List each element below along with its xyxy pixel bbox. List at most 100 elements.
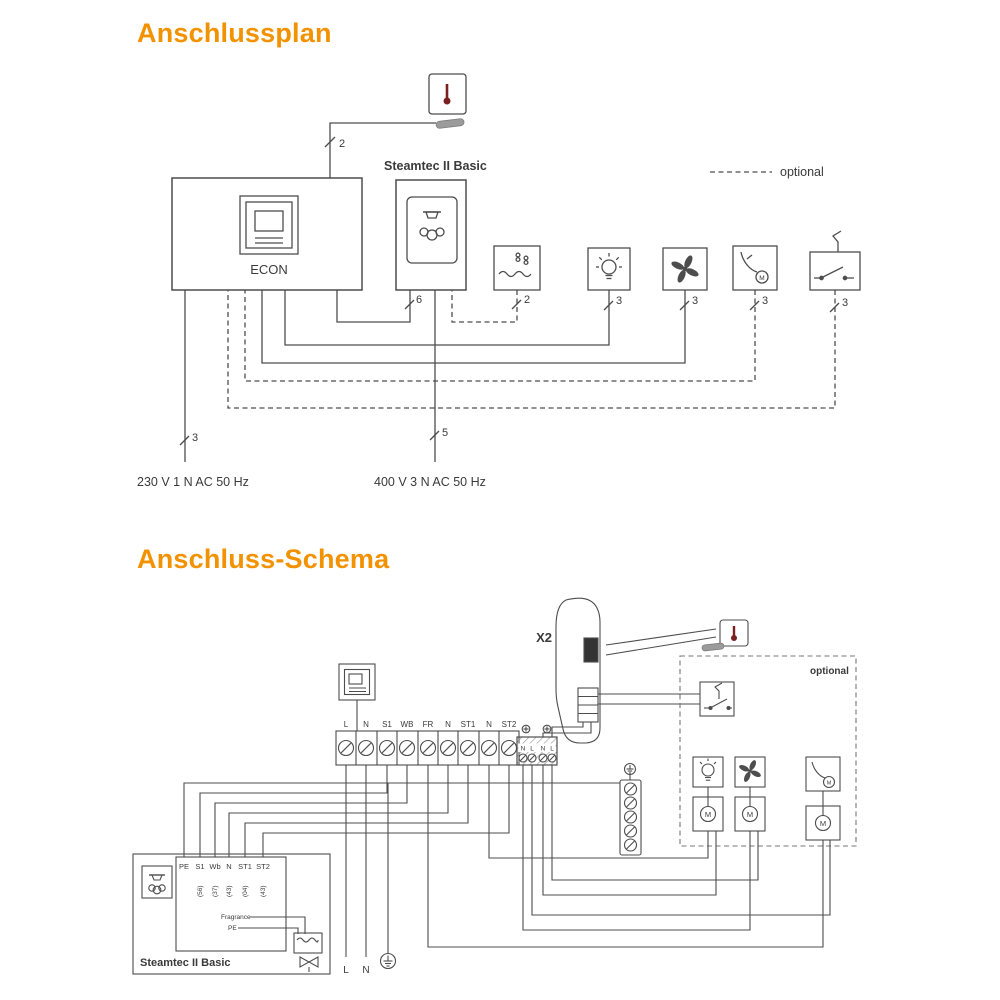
econ-remote-icon [338,663,376,701]
valve-motor-label: M [759,275,764,282]
x2-upper-plug [583,637,599,663]
wire-device-pe [238,927,299,934]
wire-valve-number: 3 [762,295,768,307]
motor-label-3: M [820,819,826,828]
device-code-43b: (43) [260,885,267,897]
device-terminal-wb: Wb [209,862,220,871]
wire-sensor-1 [605,628,717,646]
power-400-label: 400 V 3 N AC 50 Hz [374,475,486,489]
device-terminal-pe: PE [179,862,189,871]
wire-n-right [488,765,709,859]
device-terminal-n: N [226,862,231,871]
fragrance-label: Fragrance [221,914,251,921]
motor-label-2: M [747,810,753,819]
x2-label: X2 [536,630,552,645]
drain-icon [293,932,323,972]
drain-valve-unit-schema: M [805,756,841,792]
econ-label: ECON [250,262,288,277]
anschluss-schema-diagram: L N S1 WB FR N ST1 N ST2 N L [132,597,857,976]
external-switch-unit [809,230,861,291]
control-panel-icon [239,195,299,255]
steamtec-device-name: Steamtec II Basic [140,957,231,969]
wire-power-400-number: 5 [442,427,448,439]
water-tank-unit [493,245,541,291]
pe-rail [619,762,642,856]
temp-sensor-icon [428,73,467,129]
drain-valve-icon: M [740,251,769,284]
econ-unit: ECON [171,177,363,291]
wire-fan-slash [679,300,690,311]
bottom-label-n: N [362,965,369,976]
aux-label-n2: N [541,746,546,753]
bottom-label-l: L [343,965,349,976]
optional-group-label: optional [810,666,849,677]
wire-st2 [262,765,510,857]
wire-switch [227,290,836,409]
light-unit [587,247,631,291]
light-bulb-icon-schema [699,758,717,781]
water-level-icon [498,252,532,278]
device-code-37: (37) [212,885,219,897]
earth-icon-rail [623,762,637,776]
wire-sensor-number: 2 [339,138,345,150]
fan-icon-schema [739,760,761,782]
device-terminal-st2: ST2 [256,862,270,871]
optional-legend-label: optional [780,165,824,179]
wire-switch-number: 3 [842,297,848,309]
device-code-43a: (43) [226,885,233,897]
wire-switch-slash [829,302,840,313]
terminal-screws [337,739,518,757]
wire-valve [244,290,756,382]
wire-power-230-slash [179,435,190,446]
terminal-label-l: L [344,720,349,729]
switch-icon-schema [704,682,732,711]
switch-icon [814,230,854,281]
device-terminal-st1: ST1 [238,862,252,871]
wire-st1 [244,765,469,857]
device-terminal-s1: S1 [195,862,204,871]
wire-fragrance [250,916,306,934]
fan-unit [662,247,708,291]
wire-fr-valve-motor [427,765,824,948]
anschlussplan-diagram: 2 ECON Steamtec II Basic [137,73,861,489]
terminal-label-s1: S1 [382,720,392,729]
steamtec-label: Steamtec II Basic [384,159,487,173]
fan-icon [671,255,699,283]
terminal-label-st2: ST2 [502,720,517,729]
wire-aux-2 [531,765,831,916]
wire-power-230-number: 3 [192,432,198,444]
steam-icon [419,211,445,241]
motor-unit-light: M [692,796,724,832]
anschluss-schema-title: Anschluss-Schema [137,544,390,574]
wire-light-number: 3 [616,295,622,307]
aux-terminal-block: N L N L [516,724,558,766]
wire-pe [183,782,620,857]
fan-unit-schema [734,756,766,788]
wire-steam-link [336,290,411,323]
wire-power-400-slash [429,430,440,441]
external-switch-unit-schema [699,681,735,717]
aux-earth-icon [521,724,552,734]
device-code-56: (56) [197,885,204,897]
motor-unit-valve: M [805,805,841,841]
wire-x2-aux-1 [551,722,584,737]
aux-label-l1: L [530,746,534,753]
steamtec-unit [395,179,467,291]
terminal-strip: L N S1 WB FR N ST1 N ST2 [335,720,520,766]
wire-light-slash [603,300,614,311]
wire-valve-slash [749,300,760,311]
light-bulb-icon [596,253,622,280]
wire-tank-number: 2 [524,294,530,306]
wire-steam-link-number: 6 [416,294,422,306]
earth-icon-bottom [379,952,397,970]
wire-x2-aux-2 [542,722,592,737]
terminal-label-st1: ST1 [461,720,476,729]
wire-fan-number: 3 [692,295,698,307]
valve-motor-label-schema: M [827,781,832,787]
drain-valve-icon-schema: M [811,761,836,789]
aux-label-l2: L [550,746,554,753]
wire-steam-link-slash [404,299,415,310]
power-230-label: 230 V 1 N AC 50 Hz [137,475,249,489]
